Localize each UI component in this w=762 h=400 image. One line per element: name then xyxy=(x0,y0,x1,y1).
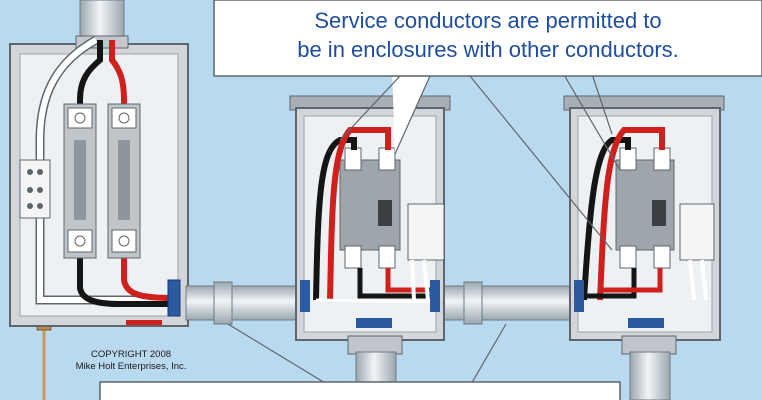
main-service-panel xyxy=(9,35,189,327)
callout-box xyxy=(213,0,762,77)
neutral-bar xyxy=(19,159,51,219)
callout-text: Service conductors are permitted to be i… xyxy=(222,6,754,64)
panel-red-label xyxy=(126,320,162,325)
copyright-notice: COPYRIGHT 2008 Mike Holt Enterprises, In… xyxy=(56,349,206,373)
disconnect-enclosure-middle xyxy=(289,95,451,355)
callout-line-1: Service conductors are permitted to xyxy=(314,8,662,33)
copyright-line-1: COPYRIGHT 2008 xyxy=(90,349,172,360)
terminal-block xyxy=(167,279,181,317)
copyright-line-2: Mike Holt Enterprises, Inc. xyxy=(75,361,187,372)
bottom-callout-box xyxy=(99,381,621,400)
vertical-conduit-right xyxy=(629,351,671,400)
horizontal-conduit xyxy=(185,281,577,325)
fuse-block-right xyxy=(107,103,141,259)
disconnect-enclosure-right xyxy=(563,95,725,355)
fuse-block-left xyxy=(63,103,97,259)
callout-leaders xyxy=(227,67,621,387)
service-mast-conduit xyxy=(79,0,125,41)
callout-line-2: be in enclosures with other conductors. xyxy=(297,37,679,62)
